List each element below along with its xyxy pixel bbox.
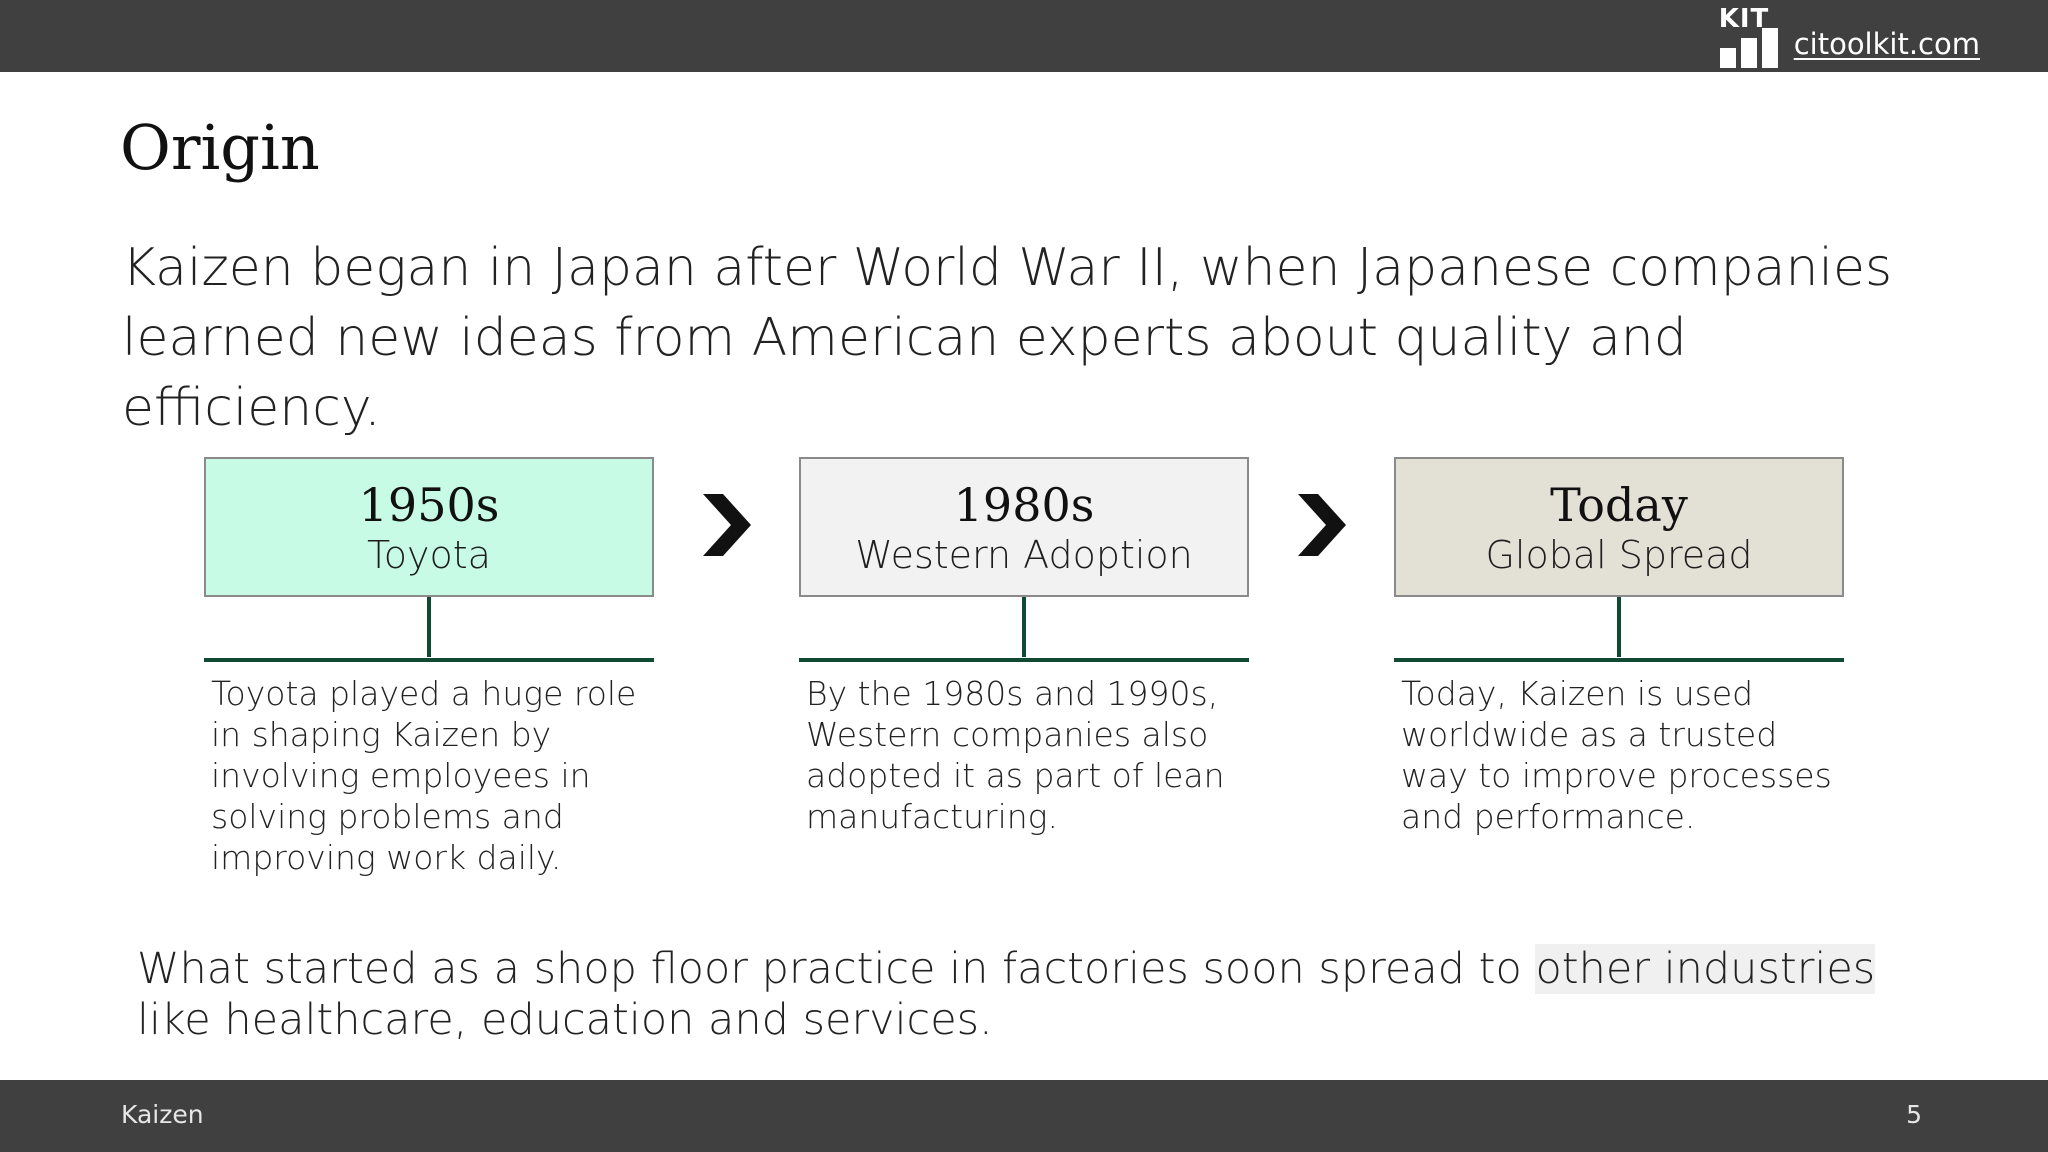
- logo-bar: [1719, 48, 1736, 68]
- intro-text: Kaizen began in Japan after World War II…: [122, 238, 1893, 438]
- page-number: 5: [1906, 1100, 1922, 1129]
- chevron-right-icon: [1298, 494, 1346, 556]
- brand: KIT citoolkit.com: [1718, 4, 1980, 68]
- chevron-right-icon: [703, 494, 751, 556]
- connector-stem: [427, 597, 431, 657]
- summary-highlight: other industries: [1535, 944, 1876, 994]
- kit-logo-text: KIT: [1718, 4, 1770, 34]
- stage-description: Toyota played a huge role in shaping Kai…: [211, 674, 637, 877]
- connector-rule: [1394, 658, 1844, 662]
- footer-bar: Kaizen 5: [0, 1080, 2048, 1152]
- stage-name: Global Spread: [1485, 533, 1753, 577]
- stage-box: 1950s Toyota: [204, 457, 654, 597]
- stage-name: Toyota: [367, 533, 491, 577]
- logo-bar: [1740, 38, 1757, 68]
- stage-box: 1980s Western Adoption: [799, 457, 1249, 597]
- stage-description: Today, Kaizen is used worldwide as a tru…: [1401, 674, 1832, 836]
- stage-description: By the 1980s and 1990s, Western companie…: [806, 674, 1225, 836]
- timeline-stage-1980s: 1980s Western Adoption By the 1980s and …: [799, 457, 1249, 836]
- top-bar: KIT citoolkit.com: [0, 0, 2048, 72]
- stage-period: 1950s: [358, 478, 500, 532]
- footer-title: Kaizen: [121, 1100, 204, 1129]
- kit-logo: KIT: [1718, 6, 1780, 68]
- connector-stem: [1617, 597, 1621, 657]
- timeline-stage-1950s: 1950s Toyota Toyota played a huge role i…: [204, 457, 654, 877]
- summary-text: What started as a shop floor practice in…: [137, 944, 1937, 1046]
- timeline-stage-today: Today Global Spread Today, Kaizen is use…: [1394, 457, 1844, 836]
- summary-after: like healthcare, education and services.: [137, 995, 993, 1045]
- stage-period: Today: [1550, 478, 1688, 532]
- stage-period: 1980s: [953, 478, 1095, 532]
- site-link[interactable]: citoolkit.com: [1793, 27, 1980, 61]
- summary-before: What started as a shop floor practice in…: [137, 944, 1536, 994]
- stage-box: Today Global Spread: [1394, 457, 1844, 597]
- stage-name: Western Adoption: [855, 533, 1193, 577]
- logo-bar: [1761, 28, 1778, 68]
- connector-stem: [1022, 597, 1026, 657]
- connector-rule: [799, 658, 1249, 662]
- slide-title: Origin: [120, 111, 320, 184]
- connector-rule: [204, 658, 654, 662]
